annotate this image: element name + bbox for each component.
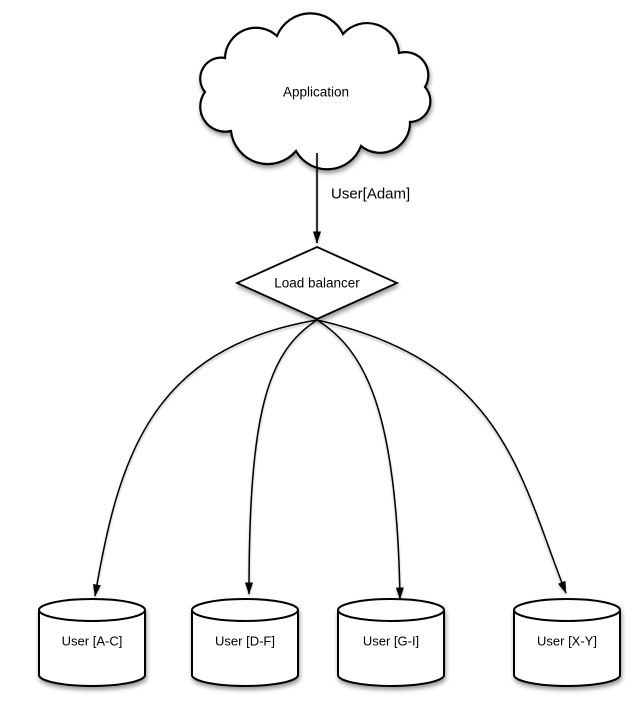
edge-to-shard-2	[245, 319, 318, 595]
edge-to-shard-3	[316, 319, 404, 600]
shard-cylinder-4	[513, 598, 621, 687]
shard-label-x-y: User [X-Y]	[537, 633, 597, 649]
application-cloud-shape	[199, 12, 432, 171]
shard-cylinder-3	[337, 598, 445, 687]
shard-label-a-c: User [A-C]	[61, 633, 123, 649]
shard-label-d-f: User [D-F]	[215, 633, 275, 649]
edge-to-shard-4	[316, 319, 567, 594]
load-balancer-diamond-shape	[234, 246, 400, 320]
shard-cylinder-2	[191, 598, 299, 687]
application-label: Application	[282, 84, 350, 100]
shard-cylinder-1	[38, 598, 146, 687]
edges-loadbalancer-to-shards	[92, 319, 567, 600]
edge-user-adam-label: User[Adam]	[331, 185, 411, 203]
edge-to-shard-1	[92, 319, 318, 597]
shard-label-g-i: User [G-I]	[362, 633, 420, 649]
load-balancer-label: Load balancer	[274, 275, 360, 291]
